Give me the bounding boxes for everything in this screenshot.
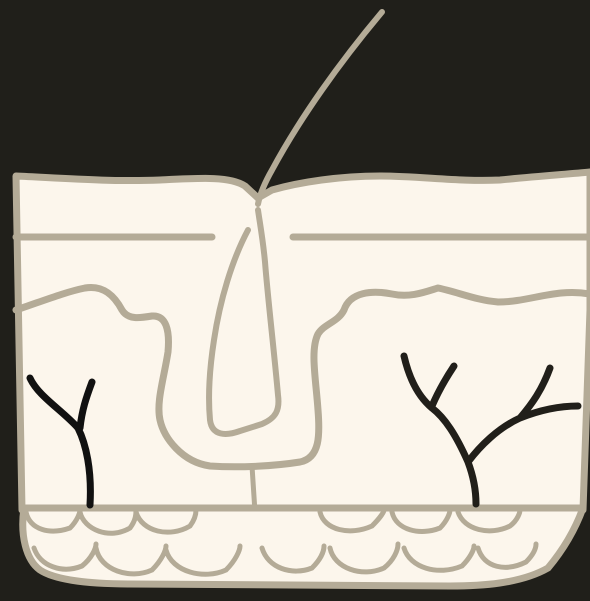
subcutaneous-fat-band	[23, 508, 583, 586]
